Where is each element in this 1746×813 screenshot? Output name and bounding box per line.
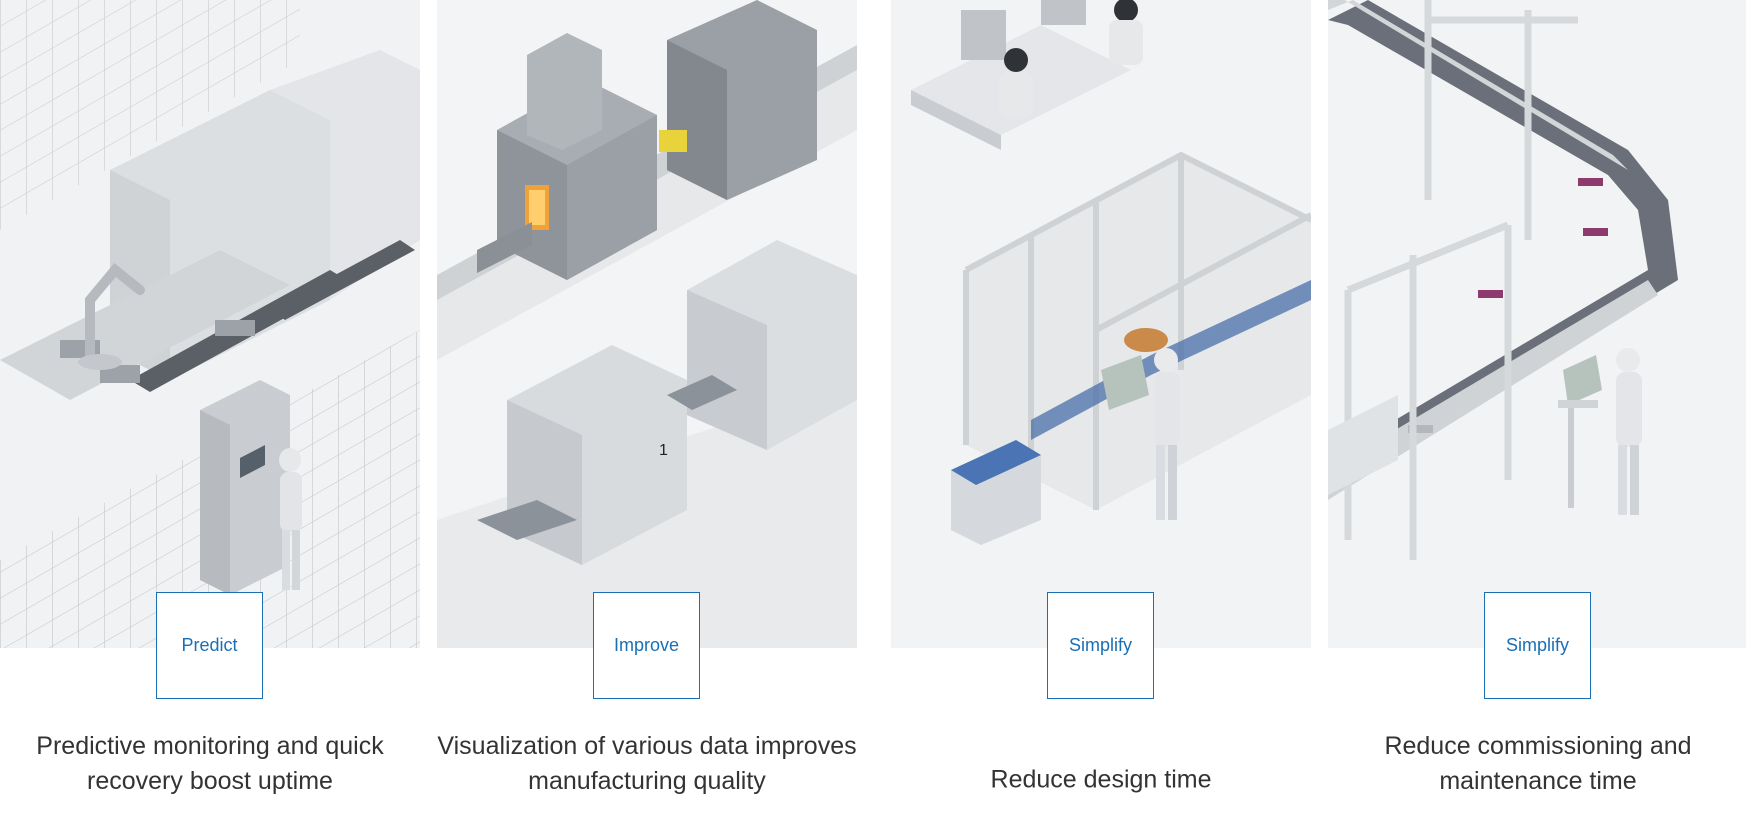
simplify-design-button[interactable]: Simplify	[1047, 592, 1154, 699]
predict-button[interactable]: Predict	[156, 592, 263, 699]
furnace-press-illustration: 1	[437, 0, 857, 648]
card-caption: Predictive monitoring and quick recovery…	[36, 732, 384, 795]
simplify-commissioning-button[interactable]: Simplify	[1484, 592, 1591, 699]
illustration-furnace-press: 1	[437, 0, 857, 648]
use-case-card-improve: 1 Improve Visualization of various data …	[437, 0, 857, 813]
use-case-card-simplify-design: Simplify Reduce design time	[891, 0, 1311, 813]
card-caption: Reduce design time	[990, 765, 1212, 794]
illustration-factory-robot-line	[0, 0, 420, 648]
factory-robot-line-illustration	[0, 0, 420, 648]
use-case-card-predict: Predict Predictive monitoring and quick …	[0, 0, 420, 813]
illustration-design-robot-cell	[891, 0, 1311, 648]
card-caption: Visualization of various data improves m…	[437, 732, 857, 795]
machine-number-label: 1	[659, 442, 668, 459]
illustration-delta-robot-conveyor	[1328, 0, 1746, 648]
improve-button[interactable]: Improve	[593, 592, 700, 699]
use-case-card-simplify-commissioning: Simplify Reduce commissioning and mainte…	[1328, 0, 1746, 813]
delta-robot-conveyor-illustration	[1328, 0, 1746, 648]
card-caption: Reduce commissioning and maintenance tim…	[1384, 732, 1692, 795]
design-robot-cell-illustration	[891, 0, 1311, 648]
